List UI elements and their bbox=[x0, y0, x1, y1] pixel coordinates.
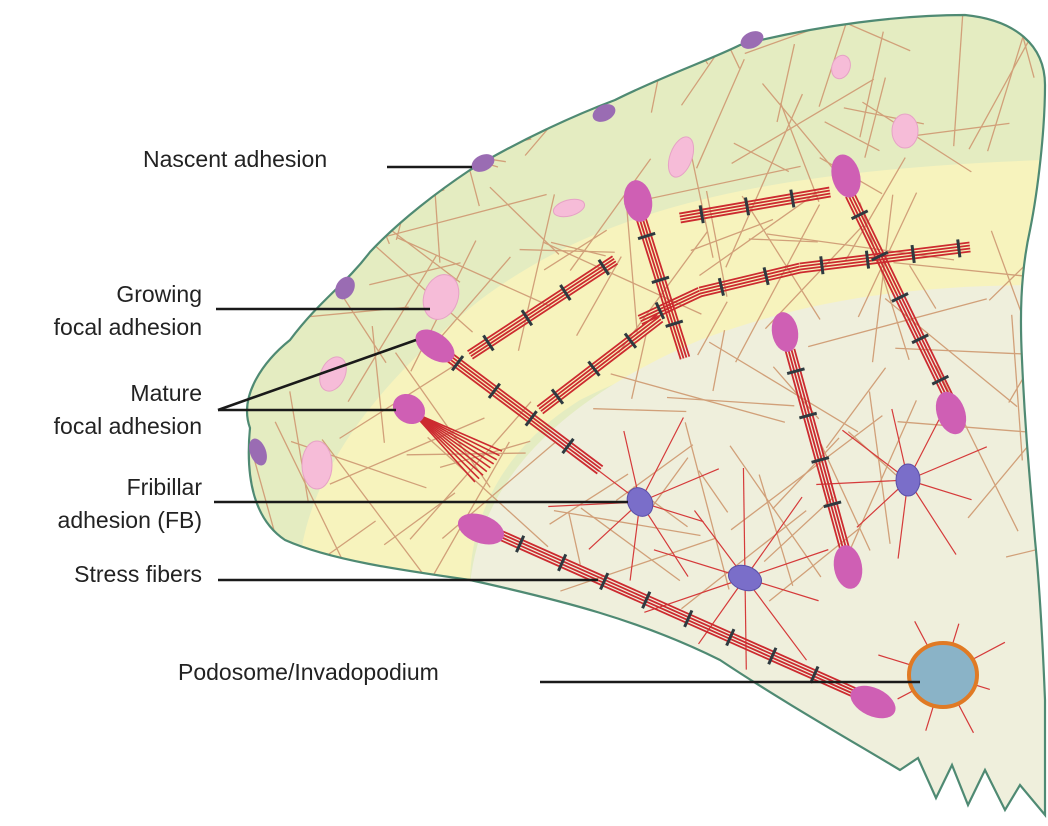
label-fibrillar-line1: Fribillar bbox=[58, 471, 202, 504]
actin-filament bbox=[256, 111, 324, 274]
actin-filament bbox=[233, 190, 256, 251]
actin-filament bbox=[342, 0, 408, 46]
growing-adhesion bbox=[892, 114, 918, 148]
actin-filament bbox=[541, 28, 649, 54]
actin-filament bbox=[385, 12, 535, 84]
label-mature-line2: focal adhesion bbox=[54, 410, 202, 443]
actin-filament bbox=[344, 132, 389, 244]
actin-filament bbox=[429, 62, 454, 106]
label-growing-focal-adhesion: Growing focal adhesion bbox=[54, 278, 202, 344]
label-podosome-invadopodium: Podosome/Invadopodium bbox=[178, 656, 439, 689]
actin-filament bbox=[658, 0, 708, 64]
growing-adhesion bbox=[302, 441, 332, 489]
actin-filament bbox=[459, 6, 546, 147]
fibrillar-adhesion bbox=[896, 464, 920, 496]
label-mature-focal-adhesion: Mature focal adhesion bbox=[54, 377, 202, 443]
actin-filament bbox=[669, 26, 740, 39]
label-fibrillar-adhesion: Fribillar adhesion (FB) bbox=[58, 471, 202, 537]
label-growing-line1: Growing bbox=[54, 278, 202, 311]
actin-filament bbox=[450, 0, 510, 125]
label-stress-fibers: Stress fibers bbox=[74, 558, 202, 591]
label-mature-line1: Mature bbox=[54, 377, 202, 410]
actin-filament bbox=[534, 20, 655, 35]
podosome bbox=[909, 643, 977, 707]
label-growing-line2: focal adhesion bbox=[54, 311, 202, 344]
actin-filament bbox=[333, 0, 445, 90]
actin-filament bbox=[644, 0, 690, 25]
actin-filament bbox=[498, 0, 533, 64]
label-fibrillar-line2: adhesion (FB) bbox=[58, 504, 202, 537]
actin-filament bbox=[478, 14, 512, 137]
actin-filament bbox=[282, 95, 388, 97]
label-nascent-adhesion: Nascent adhesion bbox=[143, 143, 327, 176]
actin-filament bbox=[286, 71, 348, 96]
